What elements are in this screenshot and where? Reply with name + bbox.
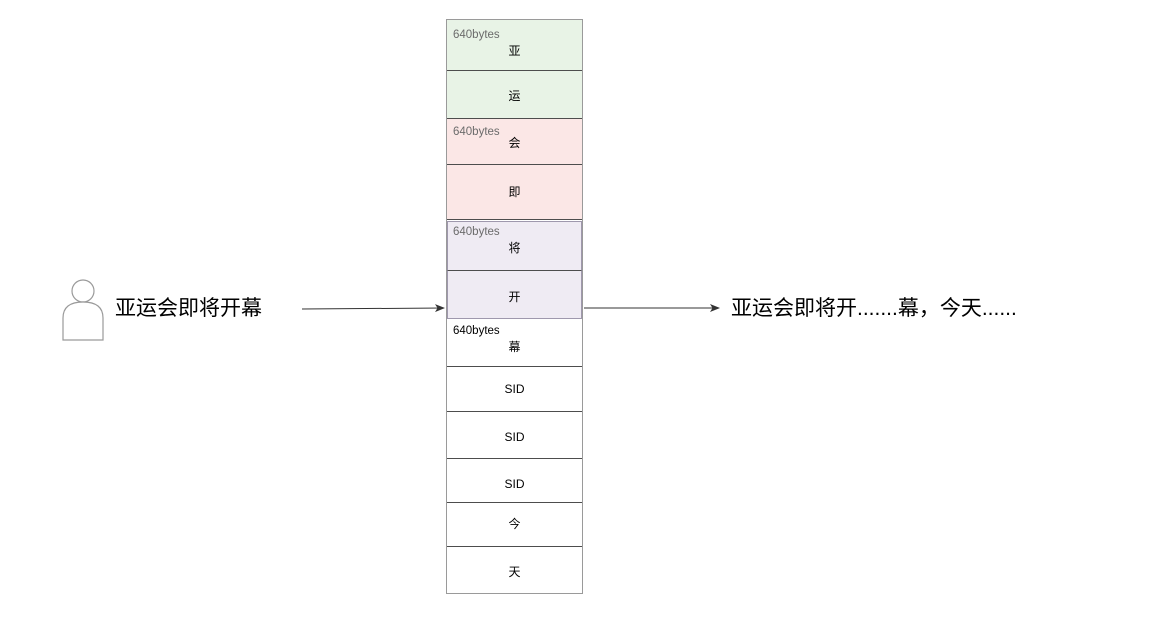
stack-cell-mu: 640bytes 幕 [447, 319, 582, 367]
stack-cell-ji: 即 [447, 165, 582, 220]
stack-cell-tian: 天 [447, 547, 582, 594]
block-size-label: 640bytes [453, 325, 500, 337]
stack-cell-sid: SID [447, 412, 582, 459]
block-size-label: 640bytes [453, 226, 500, 238]
user-icon [62, 279, 104, 341]
cell-char: 亚 [508, 44, 521, 58]
cell-char: 将 [508, 241, 521, 255]
input-sentence: 亚运会即将开幕 [115, 297, 262, 320]
block-size-label: 640bytes [453, 126, 500, 138]
memory-stack: 640bytes 亚 运 640bytes 会 即 640bytes 将 开 6… [446, 19, 583, 594]
stack-cell-jin: 今 [447, 503, 582, 547]
cell-char: SID [504, 430, 525, 444]
cell-char: 天 [508, 565, 521, 579]
output-sentence: 亚运会即将开.......幕，今天...... [731, 297, 1017, 320]
stack-cell-hui: 640bytes 会 [447, 119, 582, 165]
stack-cell-ya: 640bytes 亚 [447, 20, 582, 71]
cell-char: 运 [508, 89, 521, 103]
stack-cell-jiang: 640bytes 将 [447, 221, 582, 271]
cell-char: 今 [508, 517, 521, 531]
input-arrow [301, 304, 445, 313]
stack-cell-yun: 运 [447, 71, 582, 119]
stack-cell-sid: SID [447, 459, 582, 503]
cell-char: 幕 [508, 340, 521, 354]
cell-char: 即 [508, 185, 521, 199]
stack-cell-kai: 开 [447, 271, 582, 319]
cell-char: SID [504, 382, 525, 396]
cell-char: SID [504, 477, 525, 491]
block-size-label: 640bytes [453, 29, 500, 41]
cell-char: 开 [508, 290, 521, 304]
cell-char: 会 [508, 136, 521, 150]
stack-cell-sid: SID [447, 367, 582, 412]
